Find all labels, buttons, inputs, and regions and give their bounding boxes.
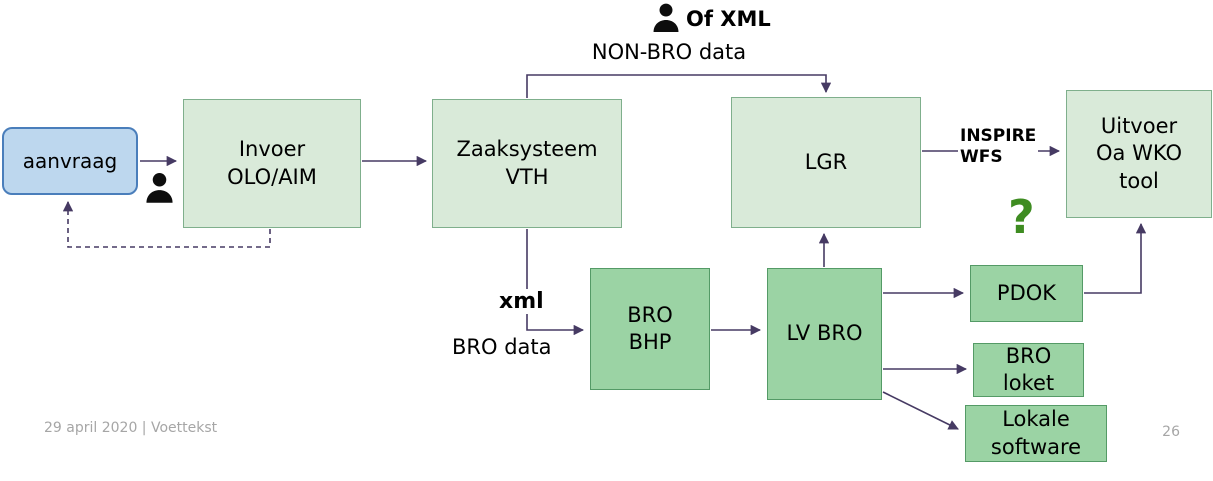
node-pdok: PDOK (970, 265, 1083, 322)
node-uitvoer-label: Uitvoer Oa WKO tool (1096, 114, 1182, 193)
node-lv-bro-label: LV BRO (786, 321, 863, 346)
label-xml: xml (496, 289, 547, 314)
label-of-xml: Of XML (686, 7, 771, 31)
node-bro-bhp: BRO BHP (590, 268, 710, 390)
label-inspire-wfs: INSPIRE WFS (958, 126, 1039, 169)
node-invoer-label: Invoer OLO/AIM (227, 137, 317, 189)
node-pdok-label: PDOK (996, 280, 1057, 305)
person-icon (652, 2, 680, 32)
node-aanvraag-label: aanvraag (22, 149, 118, 173)
page-number: 26 (1162, 424, 1180, 440)
node-bro-loket: BRO loket (973, 343, 1084, 397)
node-lokale-software-label: Lokale software (990, 407, 1082, 459)
arrow-zaaksysteem-to-lgr-top (526, 74, 832, 98)
arrow-zaaksysteem-to-bro-bhp (526, 229, 585, 336)
node-zaaksysteem-label: Zaaksysteem VTH (456, 137, 598, 189)
node-lgr: LGR (731, 97, 921, 228)
question-mark: ? (1008, 190, 1035, 244)
node-lv-bro: LV BRO (767, 268, 882, 400)
arrow-pdok-to-uitvoer (1084, 222, 1147, 294)
node-lgr-label: LGR (804, 149, 848, 174)
label-bro-data: BRO data (452, 335, 552, 359)
node-bro-loket-label: BRO loket (1002, 343, 1055, 395)
label-non-bro-data: NON-BRO data (591, 40, 747, 64)
node-lokale-software: Lokale software (965, 405, 1107, 462)
node-aanvraag: aanvraag (2, 127, 138, 195)
footer-text: 29 april 2020 | Voettekst (44, 420, 218, 436)
node-invoer-olo-aim: Invoer OLO/AIM (183, 99, 361, 228)
node-uitvoer-wko-tool: Uitvoer Oa WKO tool (1066, 90, 1212, 218)
arrow-lv-bro-to-lokale-software (882, 391, 959, 430)
node-zaaksysteem-vth: Zaaksysteem VTH (432, 99, 622, 228)
person-icon (145, 171, 174, 203)
node-bro-bhp-label: BRO BHP (627, 302, 673, 354)
